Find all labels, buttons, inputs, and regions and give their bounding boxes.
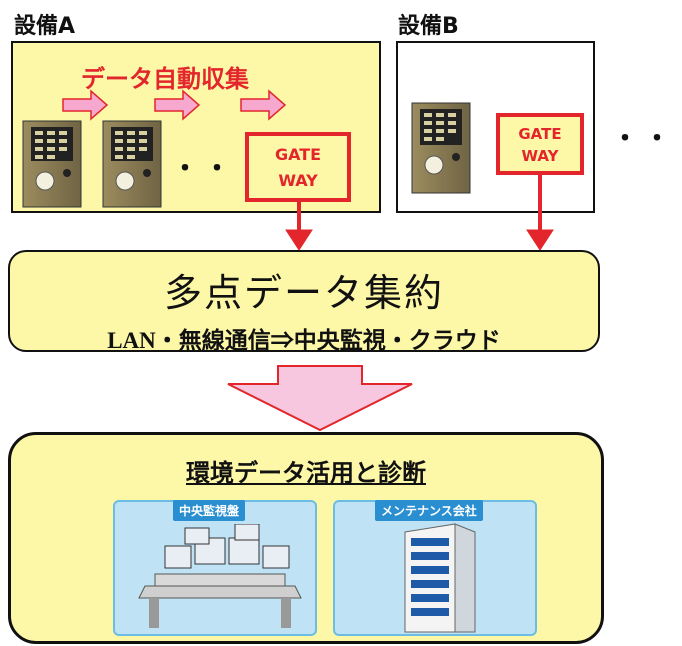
control-console-icon <box>138 524 302 628</box>
aggregation-title: 多点データ集約 <box>163 271 444 315</box>
equipment-b-label: 設備B <box>398 14 459 39</box>
aggregation-box: 多点データ集約 LAN・無線通信⇒中央監視・クラウド <box>8 250 600 353</box>
equipment-a-label: 設備A <box>14 14 76 39</box>
control-room-tag: 中央監視盤 <box>173 500 246 521</box>
sensor-device-icon <box>102 120 162 208</box>
ellipsis-b: ・・・ <box>612 124 682 154</box>
aggregation-subtitle: LAN・無線通信⇒中央監視・クラウド <box>107 328 501 353</box>
gateway-a-line1: GATE <box>274 145 322 164</box>
control-room-panel: 中央監視盤 <box>113 500 317 636</box>
big-arrow <box>227 365 413 432</box>
auto-collect-label: データ自動収集 <box>81 65 249 93</box>
down-arrow-icon <box>285 175 554 251</box>
big-down-arrow-icon <box>227 365 413 432</box>
gateway-b: GATE WAY <box>496 113 584 175</box>
maintenance-panel: メンテナンス会社 <box>333 500 537 636</box>
gateway-b-line2: WAY <box>521 147 559 165</box>
gateway-a: GATE WAY <box>245 132 351 202</box>
office-building-icon <box>404 523 476 633</box>
maintenance-tag: メンテナンス会社 <box>375 500 483 521</box>
gateway-b-line1: GATE <box>518 125 562 143</box>
flow-arrow-icon <box>62 89 287 121</box>
equipment-a-devices <box>22 89 287 208</box>
equipment-b-devices <box>411 102 471 194</box>
utilization-title: 環境データ活用と診断 <box>186 459 426 487</box>
sensor-device-icon <box>411 102 471 194</box>
sensor-device-icon <box>22 120 82 208</box>
red-arrows <box>285 175 554 251</box>
gateway-a-line2: WAY <box>278 171 318 190</box>
